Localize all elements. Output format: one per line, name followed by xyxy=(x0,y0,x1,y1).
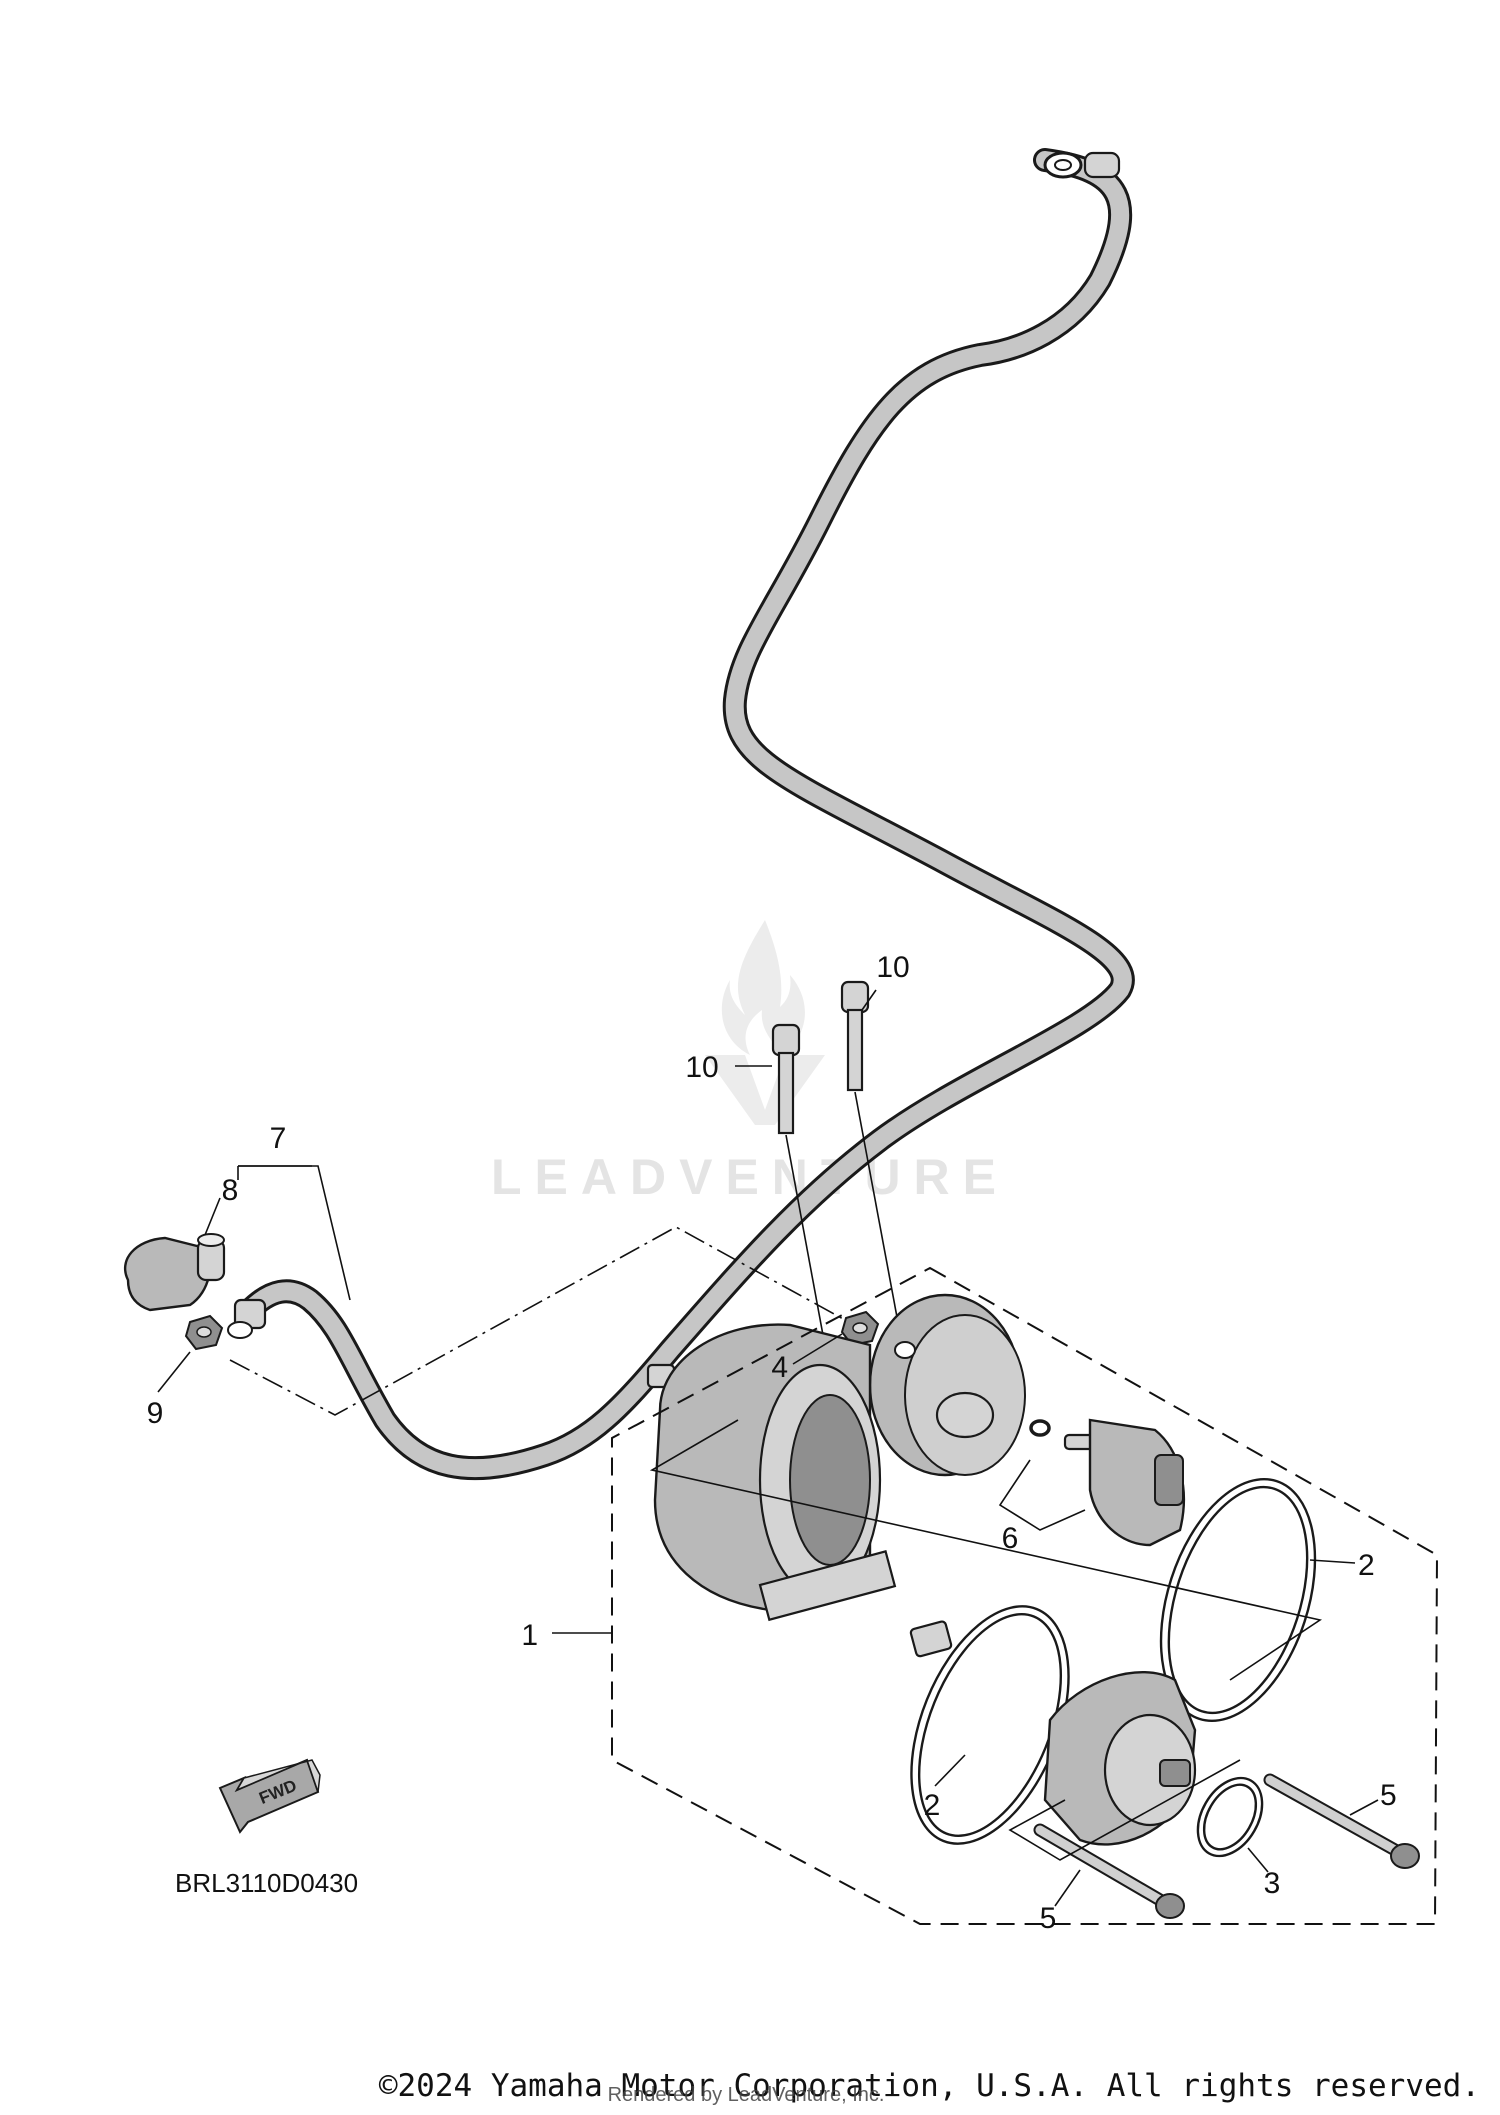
rendered-by-notice: Rendered by LeadVenture, Inc. xyxy=(607,2084,885,2106)
through-bolt-part-5-a xyxy=(1033,1823,1185,1919)
callout-8: 8 xyxy=(222,1174,239,1207)
callout-9: 9 xyxy=(147,1397,164,1430)
forward-arrow-icon: FWD xyxy=(218,1758,321,1834)
starter-yoke-armature xyxy=(646,1323,953,1658)
callout-1: 1 xyxy=(521,1619,538,1652)
o-ring-part-3 xyxy=(1196,1776,1264,1858)
callout-7: 7 xyxy=(270,1122,287,1155)
through-bolt-part-5-b xyxy=(1263,1773,1420,1869)
starter-cable xyxy=(227,148,1135,1481)
callout-10-top: 10 xyxy=(876,951,909,984)
callout-5-right: 5 xyxy=(1380,1779,1397,1812)
brush-holder-part-6 xyxy=(1063,1418,1186,1547)
callout-6: 6 xyxy=(1002,1522,1019,1555)
callout-5-left: 5 xyxy=(1040,1902,1057,1935)
callout-4: 4 xyxy=(771,1351,788,1384)
copyright-notice: ©2024 Yamaha Motor Corporation, U.S.A. A… xyxy=(378,2068,1480,2104)
callout-2-rear: 2 xyxy=(1358,1549,1375,1582)
callout-3: 3 xyxy=(1264,1867,1281,1900)
callout-10-left: 10 xyxy=(685,1051,718,1084)
starter-rear-cover xyxy=(820,1293,1026,1477)
diagram-reference-code: BRL3110D0430 xyxy=(175,1868,358,1898)
bolt-part-10-a xyxy=(771,1023,801,1135)
terminal-cap-part-8 xyxy=(123,1233,226,1312)
nut-part-9 xyxy=(184,1314,224,1351)
nut-part-4 xyxy=(840,1310,880,1347)
starter-assembly-frame xyxy=(611,1266,1439,1925)
o-ring-part-2-rear xyxy=(1159,1477,1317,1723)
callout-2-front: 2 xyxy=(924,1789,941,1822)
bolt-part-10-b xyxy=(840,980,870,1092)
